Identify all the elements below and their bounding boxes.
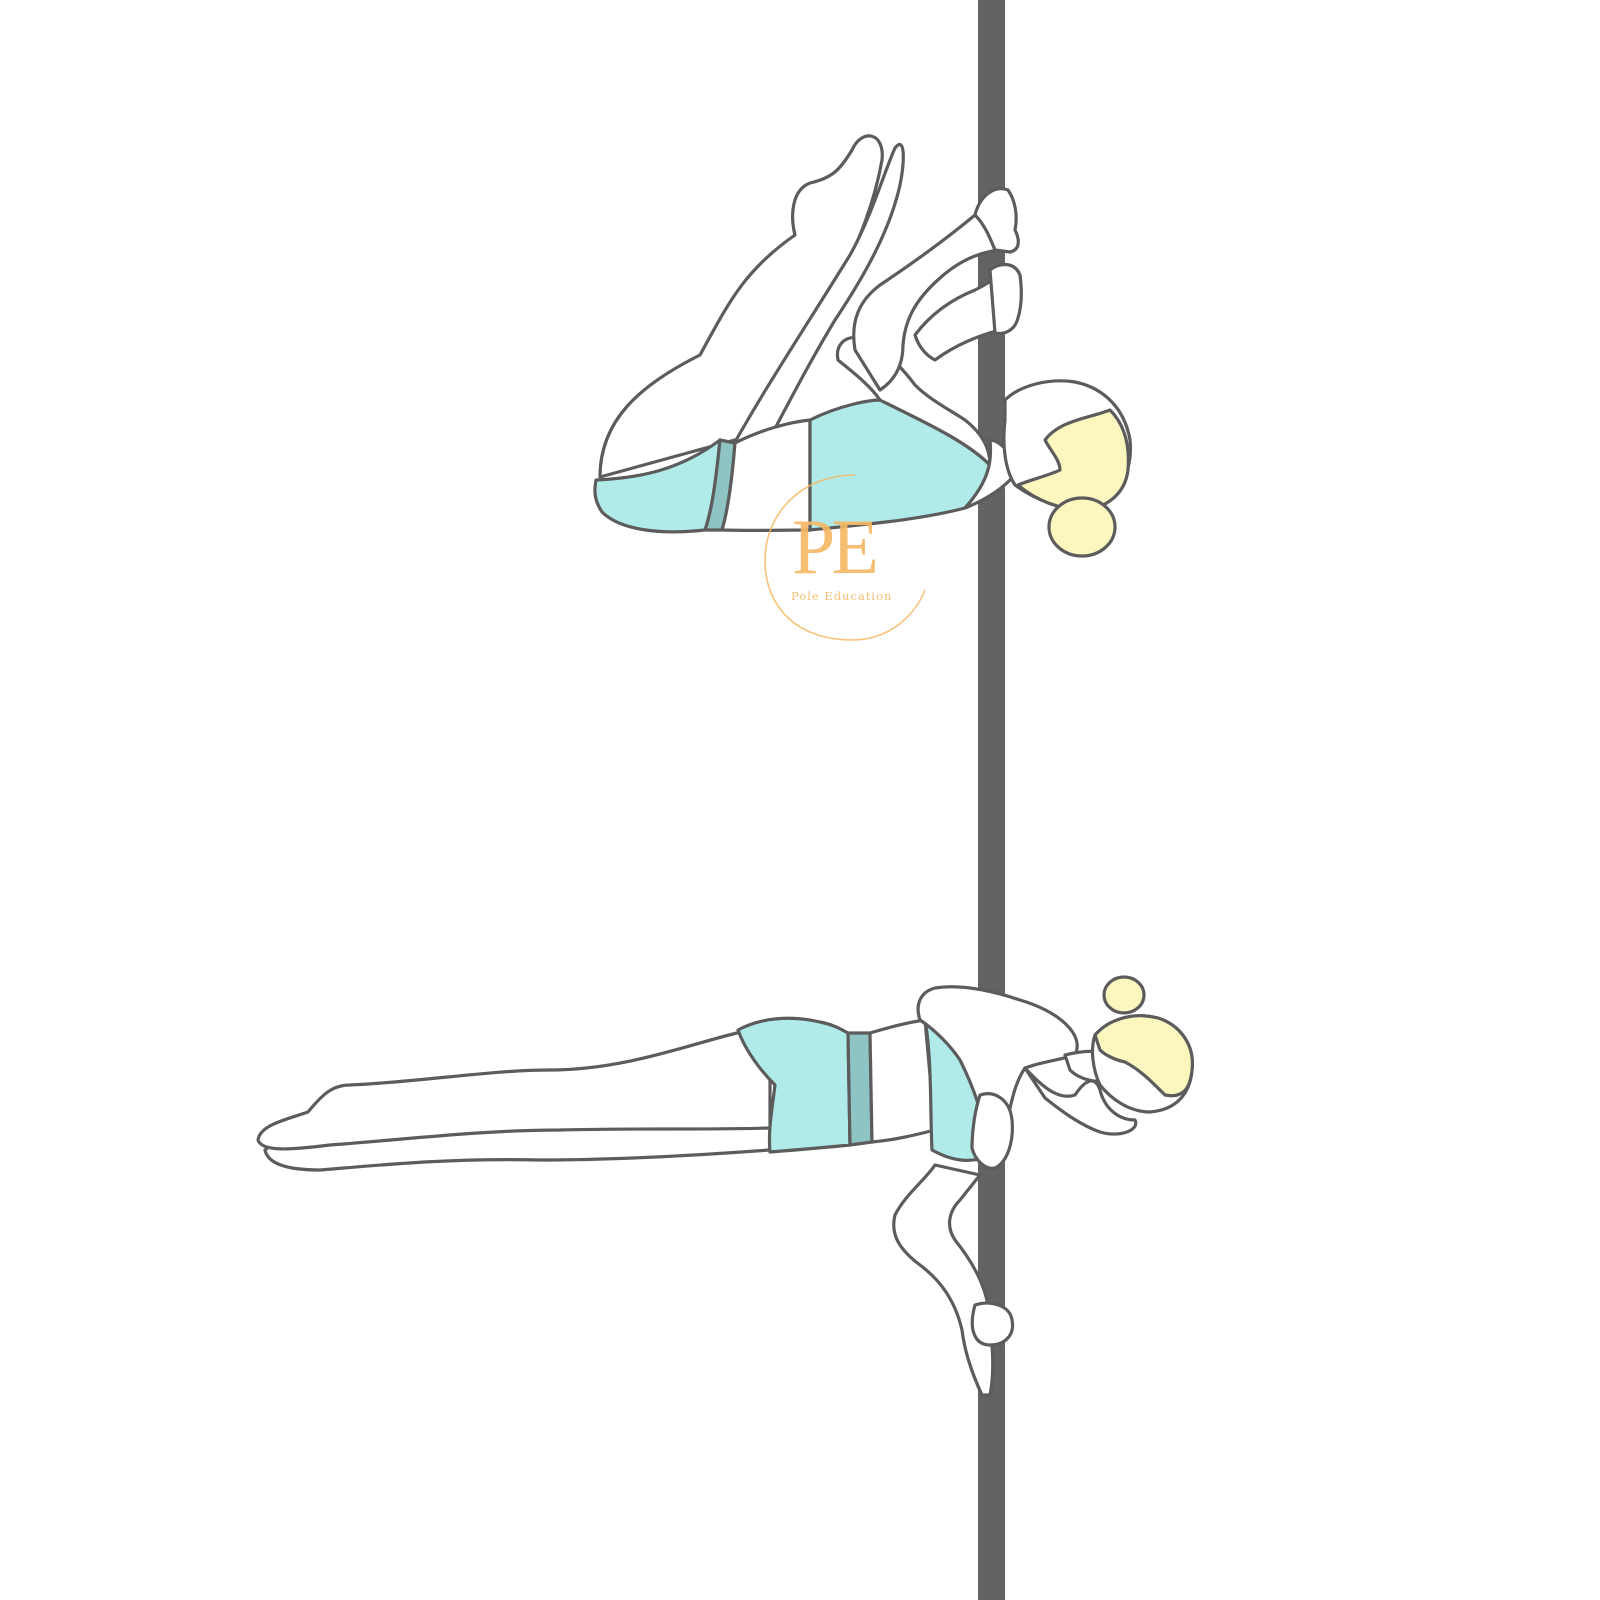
- upper-front-leg: [733, 142, 905, 444]
- lower-figure: [256, 975, 1194, 1397]
- lower-shorts: [736, 1016, 852, 1154]
- lower-hand-pole: [970, 1301, 1015, 1347]
- lower-hand-hip: [970, 1092, 1014, 1170]
- lower-hair: [1093, 1014, 1194, 1098]
- lower-hair-bun: [1102, 975, 1146, 1015]
- watermark-monogram: PE: [792, 503, 875, 590]
- upper-figure: [593, 134, 1133, 558]
- upper-hair-bun: [1047, 496, 1117, 558]
- upper-hand-lower: [988, 263, 1023, 336]
- lower-chest: [1023, 1066, 1138, 1136]
- lower-front-leg: [256, 1028, 772, 1151]
- lower-shorts-band: [846, 1031, 874, 1147]
- watermark: PE Pole Education: [764, 474, 926, 641]
- watermark-caption: Pole Education: [791, 589, 892, 603]
- lower-arm-down: [892, 1163, 995, 1397]
- watermark-ring: [764, 474, 926, 641]
- upper-hand-top: [973, 187, 1020, 254]
- lower-torso: [868, 1018, 937, 1144]
